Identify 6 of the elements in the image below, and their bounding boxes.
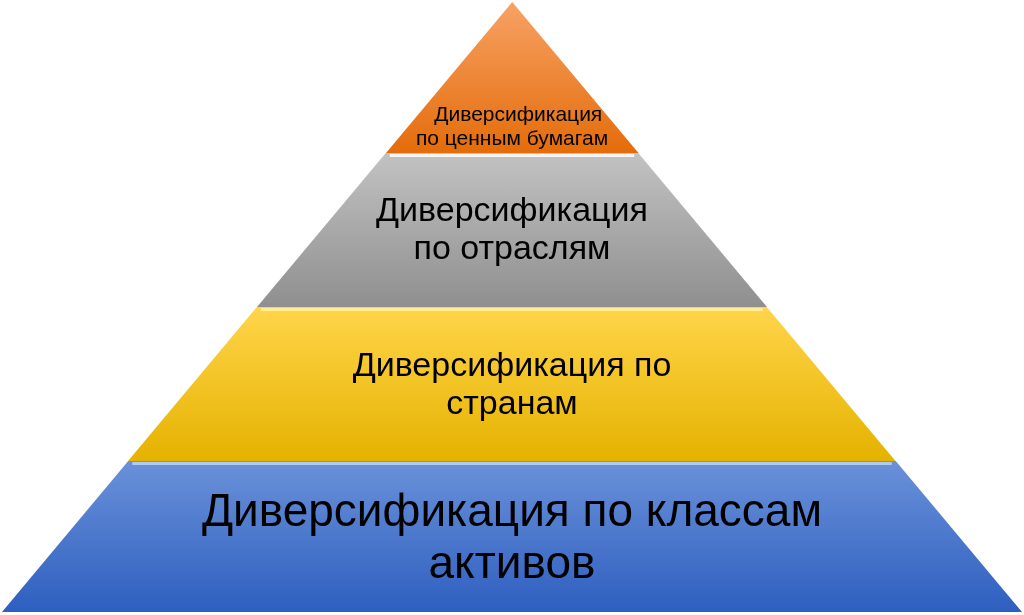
pyramid-tier <box>128 307 896 461</box>
tier-label: Диверсификация по странам <box>352 344 672 422</box>
pyramid-tier <box>2 461 1022 612</box>
tier-label: Диверсификация по классам активов <box>201 485 823 589</box>
tier-label: Диверсификация по отраслям <box>375 189 649 267</box>
tier-label: Диверсификация по ценным бумагам <box>415 102 609 150</box>
